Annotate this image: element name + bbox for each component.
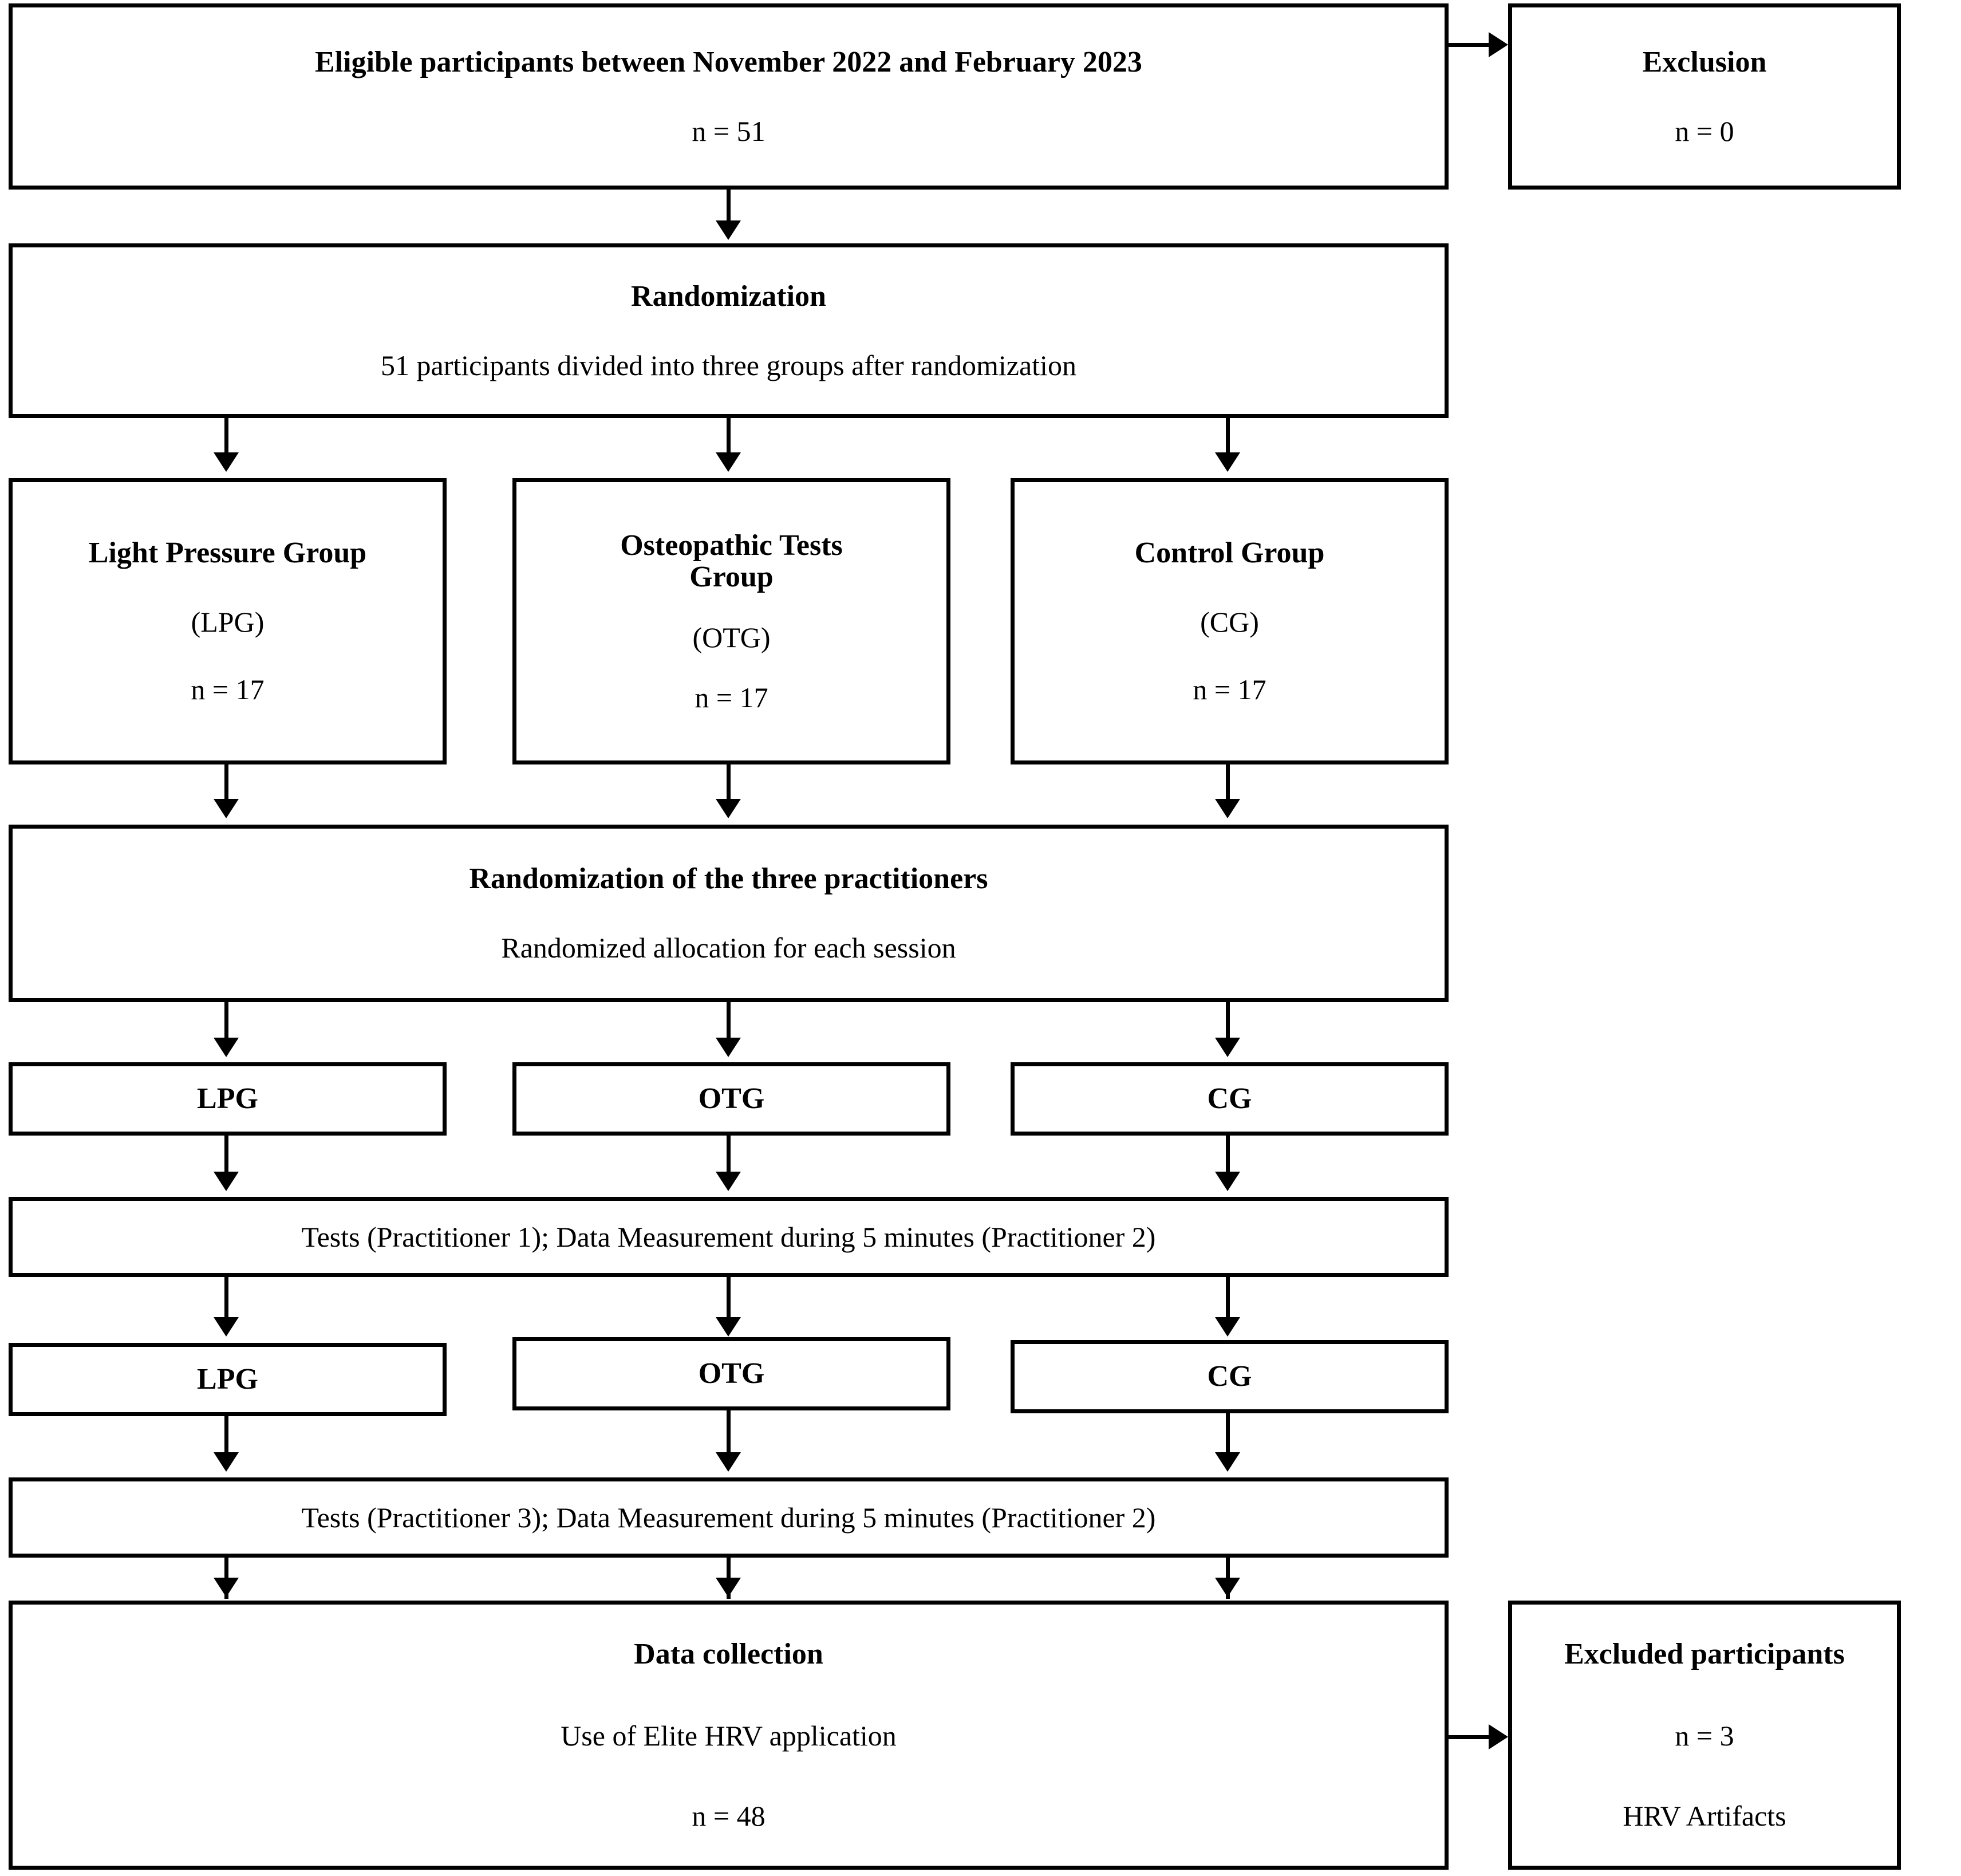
- session2-lpg-label: LPG: [197, 1362, 258, 1396]
- practitioner-randomization-detail: Randomized allocation for each session: [501, 932, 956, 964]
- arrowhead-session1-tests-to-session2-otg: [716, 1317, 741, 1337]
- arrowhead-practitioner-randomization-to-session1-cg: [1215, 1038, 1240, 1057]
- node-osteopathic-tests-group: Osteopathic Tests Group (OTG) n = 17: [512, 478, 950, 764]
- node-control-group: Control Group (CG) n = 17: [1011, 478, 1449, 764]
- node-session1-otg: OTG: [512, 1062, 950, 1136]
- node-excluded-participants: Excluded participants n = 3 HRV Artifact…: [1508, 1601, 1901, 1870]
- connector-session1-cg-to-tests: [1226, 1136, 1230, 1176]
- otg-count: n = 17: [695, 681, 768, 714]
- node-session1-tests: Tests (Practitioner 1); Data Measurement…: [9, 1197, 1449, 1277]
- exclusion-count: n = 0: [1675, 115, 1734, 147]
- arrowhead-cg-to-practitioner-randomization: [1215, 799, 1240, 818]
- arrowhead-session1-tests-to-session2-cg: [1215, 1317, 1240, 1337]
- cg-count: n = 17: [1193, 673, 1266, 706]
- arrowhead-session2-tests-to-data-collection-right: [1215, 1578, 1240, 1597]
- connector-session1-tests-to-session2-cg: [1226, 1277, 1230, 1322]
- node-eligible-participants: Eligible participants between November 2…: [9, 3, 1449, 190]
- arrowhead-randomization-to-lpg: [214, 452, 239, 472]
- node-session2-otg: OTG: [512, 1337, 950, 1410]
- lpg-abbrev: (LPG): [191, 605, 265, 638]
- node-session2-lpg: LPG: [9, 1343, 447, 1416]
- otg-abbrev: (OTG): [692, 621, 771, 654]
- arrowhead-session2-lpg-to-tests: [214, 1452, 239, 1472]
- node-session1-lpg: LPG: [9, 1062, 447, 1136]
- randomization-detail: 51 participants divided into three group…: [381, 349, 1076, 381]
- arrowhead-practitioner-randomization-to-session1-lpg: [214, 1038, 239, 1057]
- connector-cg-to-practitioner-randomization: [1226, 764, 1230, 802]
- session1-cg-label: CG: [1207, 1082, 1252, 1115]
- excluded-participants-reason: HRV Artifacts: [1623, 1800, 1786, 1832]
- eligible-count: n = 51: [692, 115, 766, 147]
- session2-tests-label: Tests (Practitioner 3); Data Measurement…: [301, 1501, 1156, 1534]
- arrowhead-session2-cg-to-tests: [1215, 1452, 1240, 1472]
- connector-otg-to-practitioner-randomization: [727, 764, 731, 802]
- eligible-heading: Eligible participants between November 2…: [315, 45, 1142, 78]
- otg-heading-line2: Group: [689, 560, 774, 593]
- otg-heading-line1: Osteopathic Tests: [620, 529, 843, 562]
- randomization-heading: Randomization: [631, 279, 826, 313]
- connector-practitioner-randomization-to-session1-otg: [727, 1002, 731, 1041]
- connector-session1-tests-to-session2-lpg: [224, 1277, 228, 1322]
- arrowhead-session1-otg-to-tests: [716, 1172, 741, 1191]
- node-exclusion: Exclusion n = 0: [1508, 3, 1901, 190]
- arrowhead-randomization-to-otg: [716, 452, 741, 472]
- arrowhead-eligible-to-randomization: [716, 220, 741, 240]
- cg-heading: Control Group: [1134, 537, 1325, 570]
- node-session2-tests: Tests (Practitioner 3); Data Measurement…: [9, 1477, 1449, 1558]
- connector-data-collection-to-excluded: [1449, 1735, 1491, 1739]
- connector-session2-cg-to-tests: [1226, 1413, 1230, 1456]
- connector-session1-otg-to-tests: [727, 1136, 731, 1176]
- data-collection-count: n = 48: [692, 1800, 766, 1832]
- arrowhead-randomization-to-cg: [1215, 452, 1240, 472]
- excluded-participants-heading: Excluded participants: [1564, 1638, 1845, 1671]
- session2-cg-label: CG: [1207, 1359, 1252, 1393]
- connector-randomization-to-lpg: [224, 418, 228, 455]
- arrowhead-session1-lpg-to-tests: [214, 1172, 239, 1191]
- connector-eligible-to-exclusion: [1449, 43, 1491, 47]
- connector-lpg-to-practitioner-randomization: [224, 764, 228, 802]
- arrowhead-session1-tests-to-session2-lpg: [214, 1317, 239, 1337]
- connector-session2-lpg-to-tests: [224, 1416, 228, 1456]
- connector-practitioner-randomization-to-session1-lpg: [224, 1002, 228, 1041]
- connector-practitioner-randomization-to-session1-cg: [1226, 1002, 1230, 1041]
- lpg-count: n = 17: [191, 673, 265, 706]
- connector-session1-tests-to-session2-otg: [727, 1277, 731, 1322]
- arrowhead-eligible-to-exclusion: [1489, 32, 1508, 57]
- arrowhead-session2-tests-to-data-collection-mid: [716, 1578, 741, 1597]
- arrowhead-session1-cg-to-tests: [1215, 1172, 1240, 1191]
- arrowhead-session2-tests-to-data-collection-left: [214, 1578, 239, 1597]
- session1-lpg-label: LPG: [197, 1082, 258, 1115]
- data-collection-detail: Use of Elite HRV application: [561, 1719, 897, 1752]
- arrowhead-data-collection-to-excluded: [1489, 1724, 1508, 1749]
- arrowhead-practitioner-randomization-to-session1-otg: [716, 1038, 741, 1057]
- exclusion-heading: Exclusion: [1642, 45, 1767, 78]
- connector-randomization-to-otg: [727, 418, 731, 455]
- data-collection-heading: Data collection: [634, 1638, 823, 1671]
- cg-abbrev: (CG): [1200, 605, 1259, 638]
- excluded-participants-count: n = 3: [1675, 1719, 1734, 1752]
- arrowhead-lpg-to-practitioner-randomization: [214, 799, 239, 818]
- node-practitioner-randomization: Randomization of the three practitioners…: [9, 825, 1449, 1002]
- session2-otg-label: OTG: [698, 1357, 765, 1390]
- session1-otg-label: OTG: [698, 1082, 765, 1115]
- node-light-pressure-group: Light Pressure Group (LPG) n = 17: [9, 478, 447, 764]
- node-session1-cg: CG: [1011, 1062, 1449, 1136]
- arrowhead-session2-otg-to-tests: [716, 1452, 741, 1472]
- practitioner-randomization-heading: Randomization of the three practitioners: [469, 862, 988, 896]
- connector-session2-otg-to-tests: [727, 1410, 731, 1456]
- lpg-heading: Light Pressure Group: [88, 537, 367, 570]
- connector-eligible-to-randomization: [727, 190, 731, 224]
- arrowhead-otg-to-practitioner-randomization: [716, 799, 741, 818]
- connector-randomization-to-cg: [1226, 418, 1230, 455]
- node-randomization: Randomization 51 participants divided in…: [9, 243, 1449, 418]
- node-data-collection: Data collection Use of Elite HRV applica…: [9, 1601, 1449, 1870]
- node-session2-cg: CG: [1011, 1340, 1449, 1413]
- connector-session1-lpg-to-tests: [224, 1136, 228, 1176]
- session1-tests-label: Tests (Practitioner 1); Data Measurement…: [301, 1220, 1156, 1253]
